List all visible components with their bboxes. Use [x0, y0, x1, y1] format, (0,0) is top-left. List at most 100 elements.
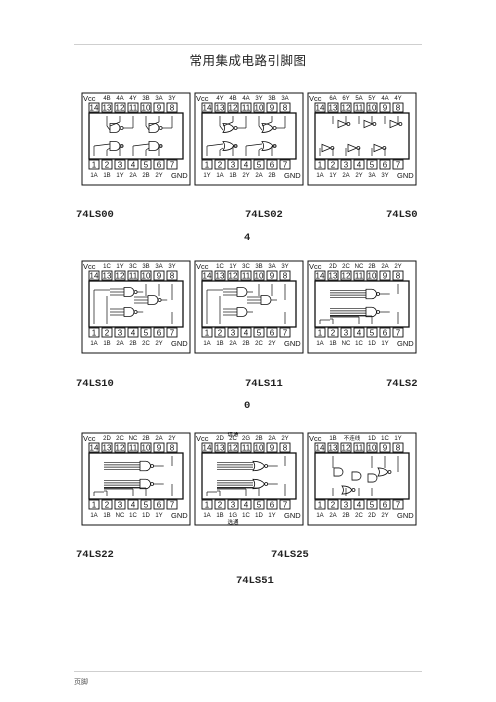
top-pin-label: 3Y	[281, 264, 288, 270]
pin-box	[340, 102, 352, 113]
pin-number: 13	[329, 104, 338, 113]
bottom-pin-label: 2B	[242, 341, 249, 347]
pin-box	[201, 499, 213, 510]
bottom-pin-label: 2C	[255, 341, 263, 347]
pin-number: 10	[368, 104, 377, 113]
chip-body	[201, 280, 297, 328]
pin-box	[101, 159, 113, 170]
pin-box	[240, 442, 252, 453]
bottom-pin-label: 2D	[368, 513, 376, 519]
pin-box	[127, 159, 139, 170]
caption-74ls51: 74LS51	[236, 575, 274, 587]
gnd-label: GND	[397, 511, 414, 520]
bottom-pin-label: 1Y	[116, 173, 123, 179]
pin-number: 10	[255, 272, 264, 281]
chip-frame	[81, 92, 191, 186]
chip-body	[314, 452, 410, 500]
pin-box	[140, 270, 152, 281]
bottom-pin-label: 1D	[368, 341, 376, 347]
gate-symbols	[319, 284, 399, 324]
pin-number: 5	[257, 161, 262, 170]
pin-box	[379, 327, 391, 338]
top-pin-label: 2D	[329, 264, 337, 270]
pin-box	[88, 270, 100, 281]
pin-box	[379, 159, 391, 170]
pin-number: 4	[131, 329, 136, 338]
pin-number: 14	[316, 444, 325, 453]
pin-number: 5	[144, 161, 149, 170]
pin-box	[114, 270, 126, 281]
pin-box	[214, 442, 226, 453]
top-pin-label: 1C	[216, 264, 224, 270]
top-pin-label: 4Y	[216, 96, 223, 102]
caption-74ls11: 74LS11	[245, 378, 283, 390]
pin-number: 14	[90, 272, 99, 281]
bottom-pin-label: 2A	[342, 173, 349, 179]
pin-number: 4	[357, 329, 362, 338]
gate-symbols	[206, 284, 286, 324]
pin-box	[166, 499, 178, 510]
top-note-label: 选通	[227, 432, 239, 438]
pin-box	[253, 102, 265, 113]
pin-number: 9	[270, 104, 275, 113]
caption-74ls10: 74LS10	[76, 378, 114, 390]
pin-box	[153, 327, 165, 338]
top-pin-label: 3Y	[168, 264, 175, 270]
top-pin-label: 2B	[255, 436, 262, 442]
pin-number: 7	[170, 161, 175, 170]
caption-74ls02: 74LS02	[245, 209, 283, 221]
pin-number: 13	[216, 444, 225, 453]
pin-box	[366, 327, 378, 338]
chip-frame	[307, 92, 417, 186]
bottom-pin-label: 1B	[103, 341, 110, 347]
pin-box	[327, 102, 339, 113]
pin-box	[114, 499, 126, 510]
bottom-pin-label: 1A	[316, 173, 323, 179]
pin-box	[253, 270, 265, 281]
pin-number: 3	[231, 501, 236, 510]
top-pin-label: 2D	[103, 436, 111, 442]
pin-box	[353, 442, 365, 453]
top-pin-label: 2Y	[394, 264, 401, 270]
chip-body	[314, 280, 410, 328]
pin-box	[101, 327, 113, 338]
pin-box	[127, 102, 139, 113]
pin-box	[201, 327, 213, 338]
pin-box	[240, 499, 252, 510]
pin-box	[340, 499, 352, 510]
pin-number: 1	[92, 161, 97, 170]
pin-number: 10	[255, 444, 264, 453]
bottom-pin-label: 1A	[316, 513, 323, 519]
pin-number: 5	[257, 501, 262, 510]
pin-box	[266, 327, 278, 338]
gate-symbols	[93, 456, 173, 496]
top-pin-label: 3C	[129, 264, 137, 270]
pin-box	[253, 327, 265, 338]
top-pin-label: 4A	[242, 96, 249, 102]
gate-symbols	[93, 116, 173, 156]
pin-number: 3	[231, 329, 236, 338]
pin-number: 6	[383, 329, 388, 338]
bottom-pin-label: NC	[342, 341, 351, 347]
top-pin-label: 3A	[155, 264, 162, 270]
chip-body	[201, 112, 297, 160]
chip-body	[88, 112, 184, 160]
gate-symbols	[206, 116, 286, 156]
pin-number: 10	[142, 444, 151, 453]
pin-box	[392, 499, 404, 510]
pin-number: 6	[383, 501, 388, 510]
pin-number: 1	[318, 501, 323, 510]
pin-number: 3	[231, 161, 236, 170]
top-pin-label: 3Y	[168, 96, 175, 102]
pin-box	[266, 442, 278, 453]
gnd-label: GND	[284, 171, 301, 180]
pin-number: 5	[370, 329, 375, 338]
pin-number: 1	[318, 329, 323, 338]
top-pin-label: 3A	[268, 264, 275, 270]
